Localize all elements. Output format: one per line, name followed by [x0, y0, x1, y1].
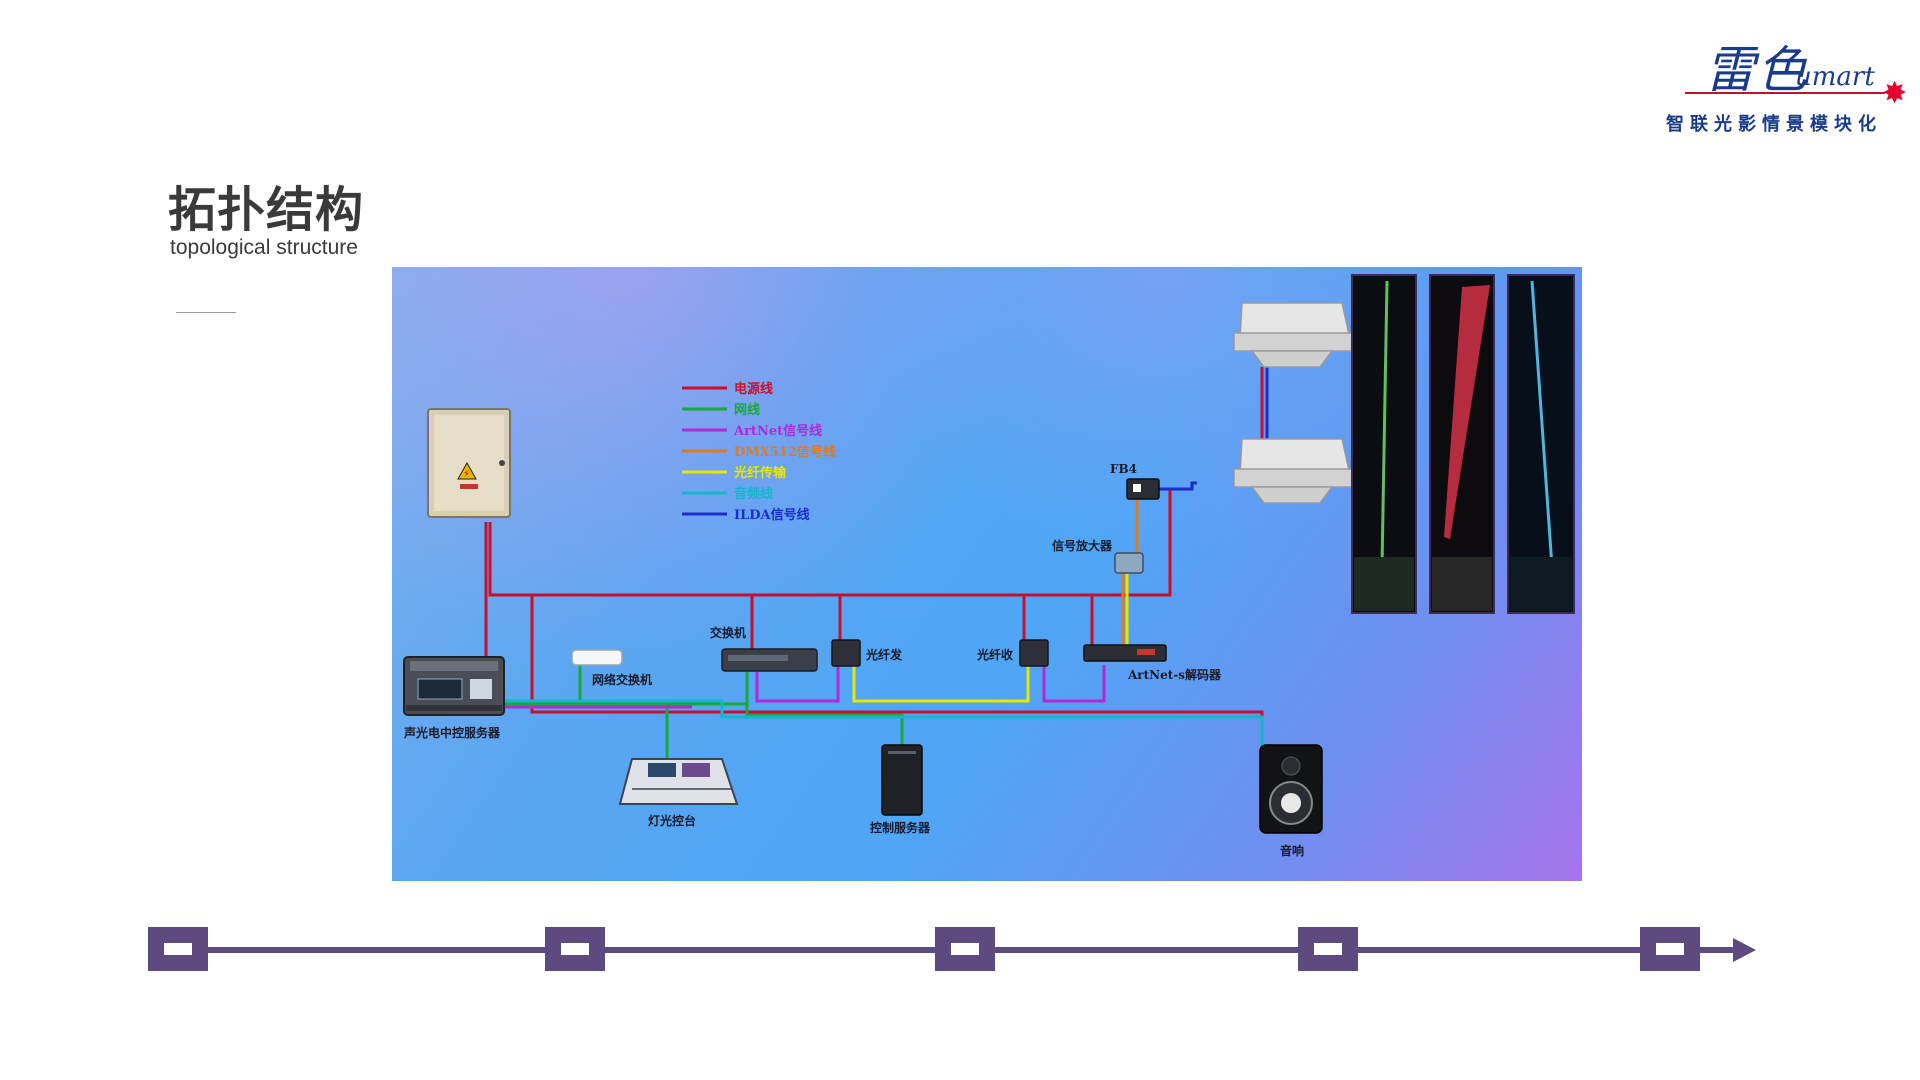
laser-photo-red — [1429, 274, 1495, 614]
av-server-label: 声光电中控服务器 — [403, 725, 501, 740]
legend-label-artnet: ArtNet信号线 — [733, 423, 822, 439]
timeline-arrow-icon — [1733, 938, 1756, 962]
electrical-box: ⚡ — [427, 408, 511, 518]
legend-item-artnet: ArtNet信号线 — [682, 423, 822, 439]
legend-label-ilda: ILDA信号线 — [734, 507, 810, 523]
logo-star-icon: ✸ — [1882, 76, 1908, 111]
artnet-line-fiber-tx — [755, 662, 840, 703]
legend-item-network: 网线 — [682, 402, 760, 418]
av-control-server: 声光电中控服务器 — [403, 656, 505, 740]
page-title: 拓扑结构 — [168, 182, 365, 238]
timeline-node-2[interactable] — [545, 927, 605, 971]
switch-label: 交换机 — [710, 625, 746, 640]
lighting-console-label: 灯光控台 — [648, 813, 696, 828]
legend-label-network: 网线 — [734, 402, 760, 418]
artnet-line-decoder — [1042, 662, 1106, 703]
fiber-transmitter: 光纤发 — [831, 639, 903, 667]
logo-underline — [1685, 92, 1885, 94]
legend: 电源线 网线 ArtNet信号线 DMX512信号线 光纤传输 音频线 — [682, 381, 836, 523]
timeline-node-4[interactable] — [1298, 927, 1358, 971]
timeline — [148, 927, 1756, 971]
laser-projector-bottom — [1233, 438, 1353, 504]
lighting-console: 灯光控台 — [618, 758, 739, 828]
company-logo: 雷色 umart ✸ 智联光影情景模块化 — [1660, 30, 1920, 140]
logo-glyphs: 雷色 — [1705, 41, 1809, 99]
control-server-label: 控制服务器 — [870, 820, 931, 835]
legend-item-power: 电源线 — [682, 381, 773, 397]
speaker-label: 音响 — [1280, 843, 1304, 858]
speaker: 音响 — [1259, 744, 1323, 858]
fiber-line — [852, 662, 1030, 703]
network-switch-small: 网络交换机 — [571, 649, 652, 687]
title-divider — [176, 312, 236, 313]
timeline-node-1[interactable] — [148, 927, 208, 971]
main-switch: 交换机 — [710, 625, 818, 672]
net-switch-label: 网络交换机 — [592, 672, 652, 687]
fiber-receiver: 光纤收 — [976, 639, 1049, 667]
legend-item-audio: 音频线 — [682, 486, 773, 502]
connection-lines — [484, 367, 1269, 762]
signal-amplifier: 信号放大器 — [1052, 538, 1144, 574]
topology-svg: 电源线 网线 ArtNet信号线 DMX512信号线 光纤传输 音频线 — [403, 274, 1575, 858]
legend-label-fiber: 光纤传输 — [733, 465, 787, 481]
legend-label-power: 电源线 — [734, 381, 773, 397]
ilda-line-laser-2 — [1157, 481, 1197, 491]
network-line-control — [745, 672, 904, 745]
legend-label-audio: 音频线 — [734, 486, 773, 502]
legend-item-dmx512: DMX512信号线 — [682, 444, 836, 460]
legend-label-dmx512: DMX512信号线 — [734, 444, 836, 460]
legend-item-ilda: ILDA信号线 — [682, 507, 810, 523]
laser-photo-green — [1351, 274, 1417, 614]
fiber-rx-label: 光纤收 — [976, 647, 1013, 662]
legend-item-fiber: 光纤传输 — [682, 465, 787, 481]
topology-diagram: 电源线 网线 ArtNet信号线 DMX512信号线 光纤传输 音频线 — [392, 267, 1582, 881]
laser-projector-top — [1233, 302, 1353, 368]
fiber-tx-label: 光纤发 — [865, 647, 903, 662]
logo-slogan: 智联光影情景模块化 — [1666, 114, 1882, 135]
audio-line-speaker — [497, 699, 1264, 745]
laser-photo-cyan — [1507, 274, 1575, 614]
artnet-decoder: ArtNet-s解码器 — [1083, 644, 1222, 682]
page-subtitle: topological structure — [170, 236, 358, 259]
artnet-decoder-label: ArtNet-s解码器 — [1127, 667, 1222, 682]
warning-icon — [457, 461, 477, 480]
signal-amp-label: 信号放大器 — [1052, 538, 1113, 553]
warning-sign: ⚡ — [463, 469, 470, 480]
logo-brand: umart — [1795, 62, 1875, 92]
fb4-label: FB4 — [1110, 462, 1137, 476]
timeline-node-5[interactable] — [1640, 927, 1700, 971]
fb4-unit: FB4 — [1110, 462, 1160, 500]
control-server: 控制服务器 — [870, 744, 931, 835]
timeline-node-3[interactable] — [935, 927, 995, 971]
